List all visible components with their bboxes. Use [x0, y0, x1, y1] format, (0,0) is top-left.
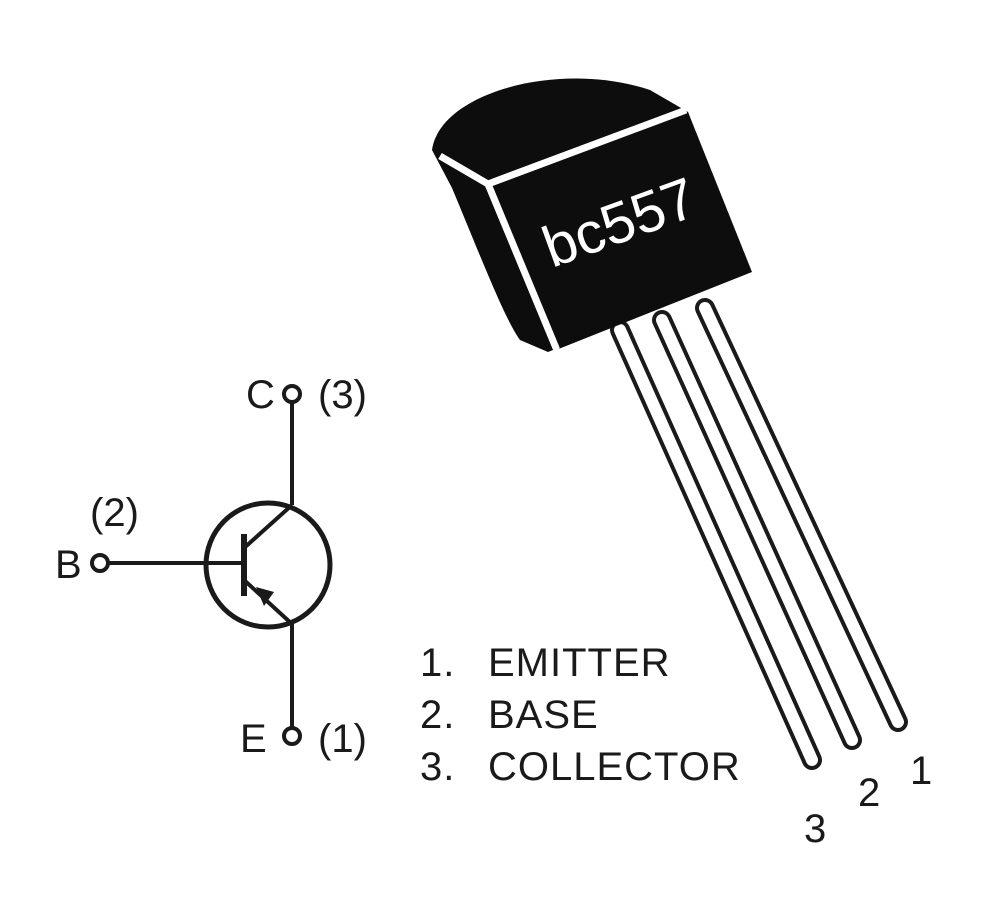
- legend-num-2: 2.: [420, 693, 455, 737]
- transistor-symbol: [90, 384, 333, 746]
- lead-label-2: 2: [858, 771, 880, 815]
- package-flat-face: [488, 112, 752, 350]
- emitter-diagonal: [242, 578, 294, 626]
- lead-label-1: 1: [910, 749, 932, 793]
- emitter-pin-number: (1): [318, 717, 367, 761]
- emitter-letter: E: [240, 717, 267, 761]
- lead-1: [695, 298, 908, 732]
- emitter-arrow-icon: [256, 587, 274, 606]
- legend-name-3: COLLECTOR: [488, 745, 741, 789]
- collector-pin-number: (3): [318, 373, 367, 417]
- collector-terminal: [282, 384, 302, 404]
- legend-num-3: 3.: [420, 745, 455, 789]
- base-letter: B: [55, 543, 82, 587]
- base-terminal: [90, 553, 110, 573]
- lead-2: [652, 310, 862, 750]
- base-pin-number: (2): [90, 491, 139, 535]
- collector-diagonal: [242, 503, 294, 550]
- pin-legend: 1. EMITTER 2. BASE 3. COLLECTOR: [420, 641, 741, 789]
- legend-name-2: BASE: [488, 693, 599, 737]
- lead-label-3: 3: [804, 807, 826, 851]
- lead-3: [610, 320, 822, 770]
- collector-letter: C: [246, 373, 275, 417]
- emitter-terminal: [282, 726, 302, 746]
- legend-name-1: EMITTER: [488, 641, 671, 685]
- legend-num-1: 1.: [420, 641, 455, 685]
- package-edge-highlight-2: [484, 180, 560, 352]
- to92-package: bc557: [432, 78, 908, 770]
